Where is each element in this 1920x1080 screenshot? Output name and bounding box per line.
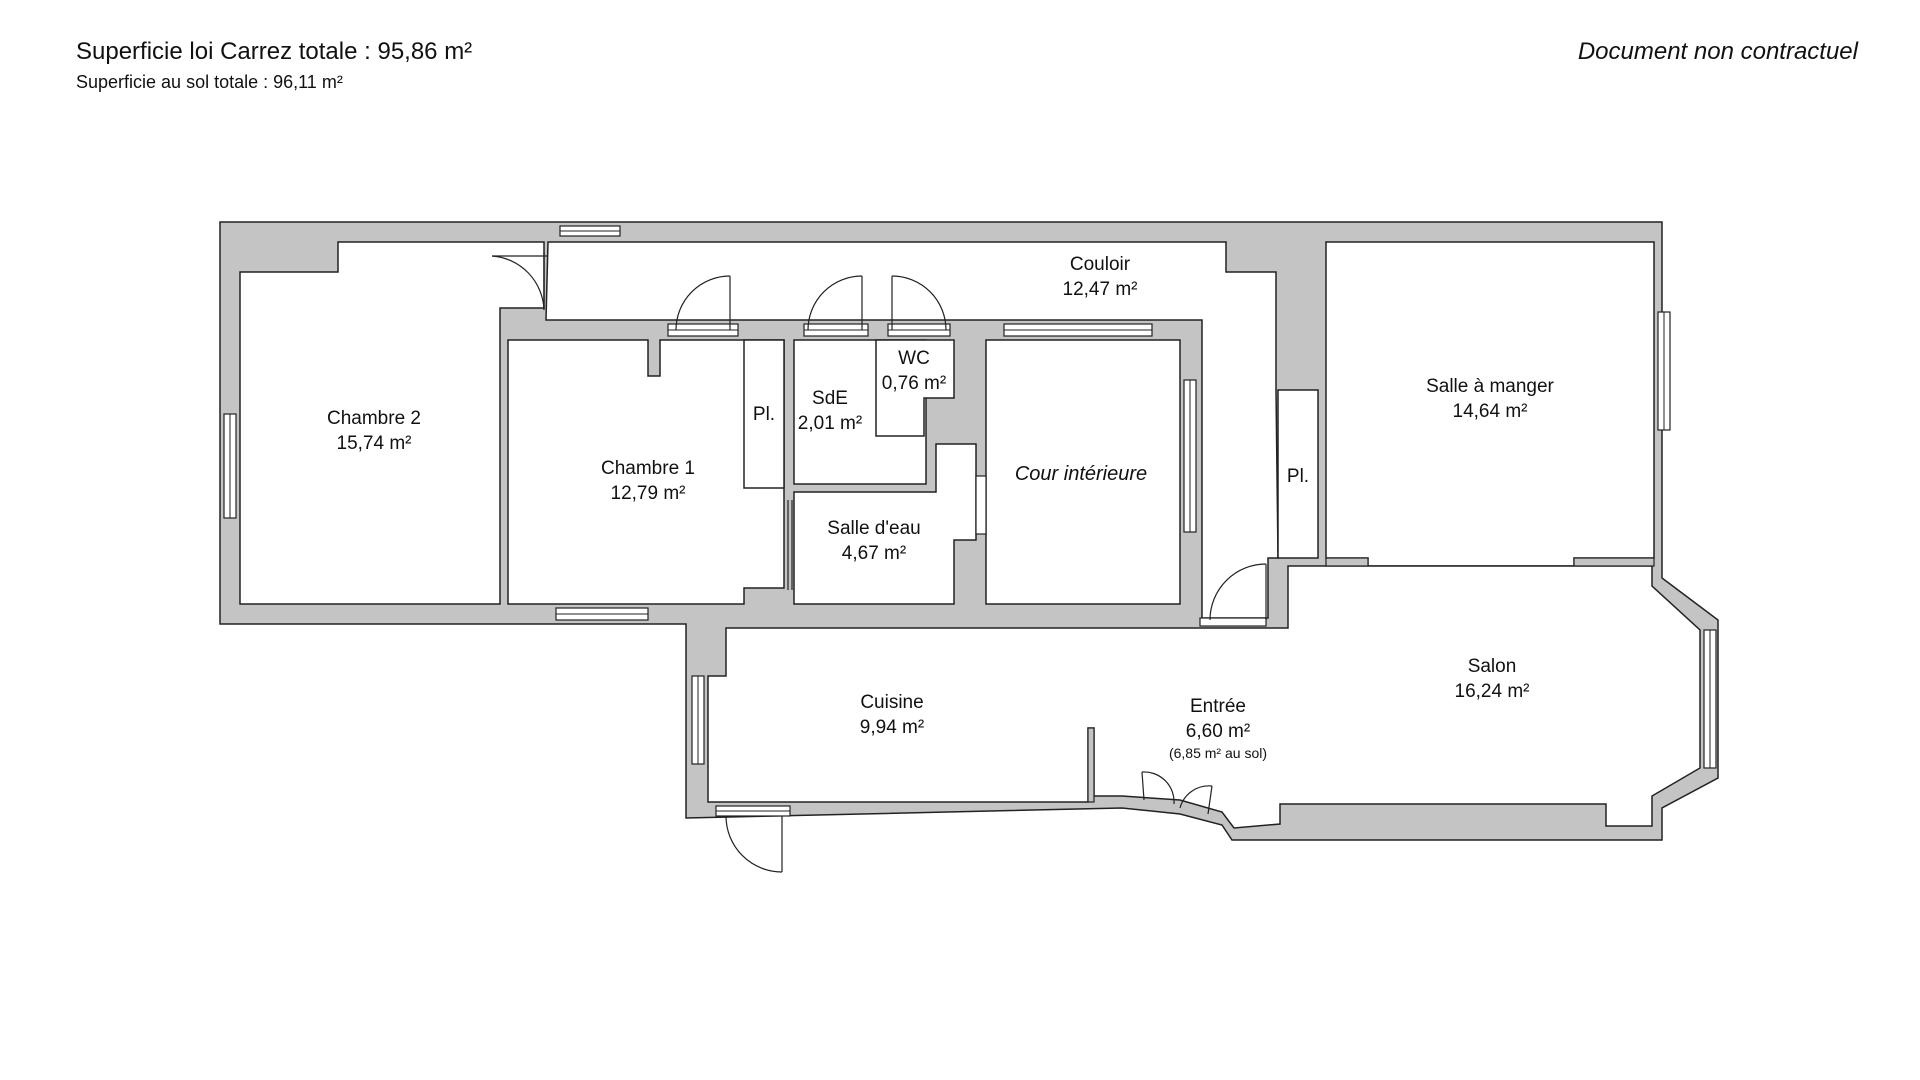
door-chambre1 <box>675 275 731 331</box>
door-entree-2 <box>1179 785 1213 815</box>
placard2-name: Pl. <box>1287 466 1309 487</box>
salle-deau-name: Salle d'eau <box>827 518 920 539</box>
couloir-name: Couloir <box>1070 254 1131 275</box>
placard-2-floor <box>1277 389 1319 559</box>
door-sde <box>807 275 863 331</box>
carrez-total-text: Superficie loi Carrez totale : 95,86 m² <box>76 38 473 65</box>
floor-total-text: Superficie au sol totale : 96,11 m² <box>76 72 343 92</box>
doors <box>491 252 1267 873</box>
sde-area: 2,01 m² <box>798 413 862 434</box>
cuisine-name: Cuisine <box>860 692 923 713</box>
chambre2-name: Chambre 2 <box>327 408 421 429</box>
entree-area: 6,60 m² <box>1186 721 1250 742</box>
window-salle-deau <box>975 475 987 535</box>
entree-note: (6,85 m² au sol) <box>1169 745 1267 761</box>
door-wc <box>891 275 947 331</box>
salle-a-manger-area: 14,64 m² <box>1453 401 1528 422</box>
wc-floor <box>875 339 955 437</box>
door-entree-1 <box>1141 771 1175 805</box>
cuisine-area: 9,94 m² <box>860 717 924 738</box>
placard1-name: Pl. <box>753 404 775 425</box>
chambre1-name: Chambre 1 <box>601 458 695 479</box>
door-salle-deau <box>787 500 793 590</box>
wc-name: WC <box>898 348 930 369</box>
entree-name: Entrée <box>1190 696 1246 717</box>
chambre1-area: 12,79 m² <box>611 483 686 504</box>
room-labels: Couloir 12,47 m² Chambre 2 15,74 m² Cham… <box>327 254 1555 761</box>
wc-area: 0,76 m² <box>882 373 946 394</box>
sde-name: SdE <box>812 388 848 409</box>
cour-floor <box>985 339 1181 605</box>
couloir-area: 12,47 m² <box>1063 279 1138 300</box>
door-chambre2 <box>491 252 548 311</box>
window-center-lines <box>229 230 1711 812</box>
salon-name: Salon <box>1468 656 1517 677</box>
salle-a-manger-name: Salle à manger <box>1426 376 1554 397</box>
salle-deau-floor <box>793 443 977 605</box>
cour-name: Cour intérieure <box>1015 463 1147 485</box>
placard-1-floor <box>743 339 785 489</box>
partition-stubs <box>1087 557 1655 803</box>
window-couloir-bottom <box>1199 617 1267 627</box>
disclaimer-text: Document non contractuel <box>1577 38 1858 65</box>
door-cuisine <box>725 815 783 873</box>
salle-deau-area: 4,67 m² <box>842 543 906 564</box>
couloir-floor <box>545 241 1279 619</box>
salon-area: 16,24 m² <box>1455 681 1530 702</box>
door-couloir-salon <box>1209 563 1267 621</box>
chambre2-area: 15,74 m² <box>337 433 412 454</box>
